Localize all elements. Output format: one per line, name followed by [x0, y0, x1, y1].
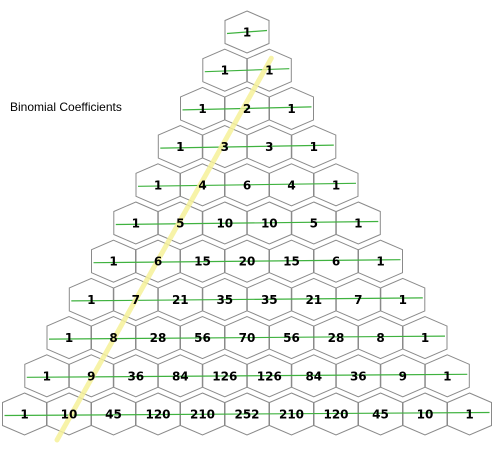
hexagon-layer	[2, 10, 492, 436]
diagonal-layer	[54, 55, 274, 443]
hex-cell	[313, 163, 359, 207]
coefficient-label: 1	[421, 331, 429, 345]
coefficient-label: 1	[354, 217, 362, 231]
coefficient-label: 4	[287, 178, 295, 192]
coefficient-label: 70	[239, 331, 256, 345]
coefficient-label: 1	[176, 140, 184, 154]
coefficient-label: 126	[257, 369, 282, 383]
coefficient-label: 5	[176, 217, 184, 231]
coefficient-label: 210	[190, 408, 215, 422]
coefficient-label: 36	[127, 369, 144, 383]
row-line	[160, 144, 334, 149]
coefficient-label: 120	[145, 408, 170, 422]
coefficient-label: 6	[154, 255, 162, 269]
coefficient-label: 9	[87, 369, 95, 383]
coefficient-label: 1	[198, 102, 206, 116]
coefficient-label: 28	[328, 331, 345, 345]
coefficient-label: 1	[221, 64, 229, 78]
coefficient-label: 3	[265, 140, 273, 154]
coefficient-label: 21	[172, 293, 189, 307]
coefficient-label: 56	[194, 331, 211, 345]
coefficient-label: 35	[216, 293, 233, 307]
coefficient-label: 20	[239, 255, 256, 269]
coefficient-label: 1	[87, 293, 95, 307]
row-line	[115, 220, 379, 226]
coefficient-label: 84	[305, 369, 322, 383]
coefficient-label: 5	[310, 217, 318, 231]
hex-cell	[269, 86, 314, 130]
row-line	[182, 106, 312, 111]
row-line	[26, 373, 468, 378]
row-line	[4, 411, 490, 417]
coefficient-label: 120	[323, 408, 348, 422]
row-line	[137, 182, 357, 187]
diagram-title: Binomial Coefficients	[10, 100, 122, 114]
row-line	[204, 68, 290, 73]
coefficient-label: 45	[372, 408, 389, 422]
diagonal-highlight	[54, 55, 274, 443]
hex-cell	[380, 277, 426, 321]
hex-cell	[402, 316, 448, 360]
coefficient-label: 1	[43, 369, 51, 383]
coefficient-label: 9	[399, 369, 407, 383]
coefficient-label: 8	[109, 331, 117, 345]
coefficient-label: 1	[243, 26, 251, 40]
coefficient-label: 36	[350, 369, 367, 383]
coefficient-label: 1	[443, 369, 451, 383]
coefficient-label: 6	[243, 178, 251, 192]
coefficient-label: 21	[305, 293, 322, 307]
coefficient-label: 1	[465, 408, 473, 422]
coefficient-label: 2	[243, 102, 251, 116]
coefficient-label: 1	[376, 255, 384, 269]
coefficient-label: 1	[332, 178, 340, 192]
coefficient-label: 1	[132, 217, 140, 231]
coefficient-label: 10	[216, 217, 233, 231]
coefficient-label: 8	[376, 331, 384, 345]
coefficient-label: 10	[261, 217, 278, 231]
row-line	[93, 259, 401, 264]
coefficient-label: 15	[194, 255, 211, 269]
coefficient-label: 7	[354, 293, 362, 307]
hex-cell	[291, 125, 337, 169]
coefficient-label: 1	[20, 408, 28, 422]
coefficient-label: 210	[279, 408, 304, 422]
hex-cell	[335, 201, 381, 245]
coefficient-label: 15	[283, 255, 300, 269]
coefficient-label: 1	[399, 293, 407, 307]
coefficient-label: 10	[417, 408, 434, 422]
coefficient-label: 6	[332, 255, 340, 269]
coefficient-label: 28	[150, 331, 167, 345]
hex-cell	[358, 239, 403, 283]
coefficient-label: 1	[65, 331, 73, 345]
coefficient-label: 35	[261, 293, 278, 307]
coefficient-label: 56	[283, 331, 300, 345]
row-line	[71, 297, 423, 302]
coefficient-label: 1	[154, 178, 162, 192]
row-line	[226, 29, 268, 35]
coefficient-label: 3	[221, 140, 229, 154]
coefficient-label: 7	[132, 293, 140, 307]
coefficient-label: 252	[234, 408, 259, 422]
coefficient-label: 4	[198, 178, 206, 192]
coefficient-label: 1	[310, 140, 318, 154]
coefficient-label: 84	[172, 369, 189, 383]
coefficient-label: 10	[61, 408, 78, 422]
coefficient-label: 1	[265, 64, 273, 78]
coefficient-label: 126	[212, 369, 237, 383]
coefficient-label: 45	[105, 408, 122, 422]
coefficient-label: 1	[287, 102, 295, 116]
hex-cell	[447, 392, 492, 436]
coefficient-label: 1	[109, 255, 117, 269]
hex-cell	[424, 354, 470, 398]
